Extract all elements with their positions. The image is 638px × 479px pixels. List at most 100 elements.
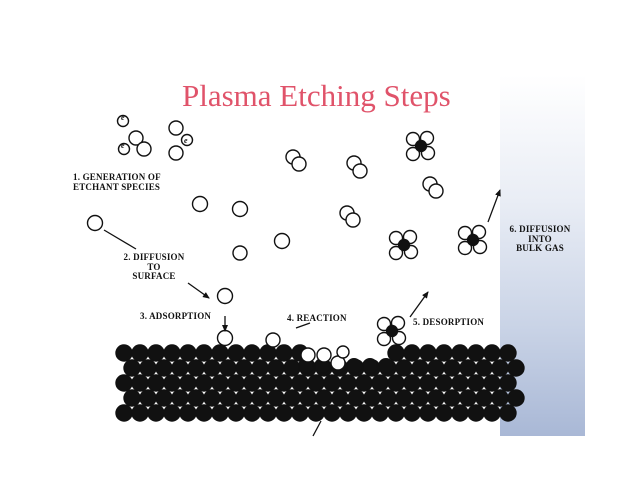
step-2-line-3: SURFACE [132,271,176,281]
substrate-atom [459,359,477,377]
substrate-atom [339,404,357,422]
substrate-atom [379,389,397,407]
substrate-atom [235,389,253,407]
substrate-atom [363,389,381,407]
substrate-atom [179,344,197,362]
etchant-molecule [231,200,249,218]
etchant-molecule [168,120,184,136]
etchant-molecule [273,232,291,250]
substrate-atom [435,344,453,362]
substrate-atom [179,404,197,422]
etchant-molecule [352,163,368,179]
substrate-atom [411,359,429,377]
substrate-atom [483,404,501,422]
substrate-atom [419,374,437,392]
substrate-atom [115,374,133,392]
substrate-atom [243,404,261,422]
substrate-atom [235,359,253,377]
substrate-atom [347,389,365,407]
substrate-atom [155,359,173,377]
substrate-atom [435,404,453,422]
substrate-atom [139,389,157,407]
substrate-atom [467,404,485,422]
substrate-atom [291,374,309,392]
slide-title: Plasma Etching Steps [182,78,451,113]
substrate-atom [123,359,141,377]
substrate-atom [259,374,277,392]
substrate-atom [403,374,421,392]
substrate-atom [499,344,517,362]
step-5-label: 5. DESORPTION [413,317,485,327]
substrate-atom [371,374,389,392]
volatile-product-shell [457,240,473,256]
step-2-label: 2. DIFFUSION TO SURFACE [120,252,188,282]
etchant-molecule [117,142,131,156]
substrate-atom [387,404,405,422]
substrate-atom [403,344,421,362]
diffusion-arrow [187,282,210,299]
substrate-atom [243,344,261,362]
substrate-atom [187,389,205,407]
desorbing-product-core [385,324,399,338]
bulk-diffusion-arrow [487,189,501,223]
substrate-atom [227,344,245,362]
substrate-atom [187,359,205,377]
substrate-atom [291,404,309,422]
etchant-molecule [232,245,248,261]
step-1-line-2: ETCHANT SPECIES [73,181,161,192]
etchant-molecule [136,141,152,157]
substrate-atom [211,404,229,422]
etchant-molecule [216,287,234,305]
substrate-atom [299,389,317,407]
substrate-atom [243,374,261,392]
substrate-atom [355,404,373,422]
step-4-label: 4. REACTION [287,313,347,323]
etchant-molecule [428,183,444,199]
etchant-molecule [180,133,194,147]
substrate-atom [275,374,293,392]
substrate-atom [427,359,445,377]
substrate-atom [371,404,389,422]
substrate-atom [131,344,149,362]
substrate-atom [443,389,461,407]
reaction-pointer [295,322,311,329]
substrate-atom [139,359,157,377]
substrate-atom [378,358,394,374]
substrate-atom [387,374,405,392]
substrate-atom [387,344,405,362]
substrate-atom [147,344,165,362]
substrate-atom [267,389,285,407]
substrate-atom [267,359,285,377]
substrate-atom [467,344,485,362]
substrate-atom [362,358,378,374]
step-3-label: 3. ADSORPTION [140,311,212,321]
step-1-line-1: 1. GENERATION OF [73,172,161,182]
etchant-molecule [116,114,130,128]
step-6-label: 6. DIFFUSION INTO BULK GAS [500,224,580,254]
desorption-arrow [409,291,429,318]
electron-symbol-2: e [121,141,125,150]
substrate-atom [195,374,213,392]
substrate-atom [131,374,149,392]
substrate-atom [483,374,501,392]
etchant-molecule [168,145,184,161]
volatile-product-core [397,238,411,252]
substrate-atom [163,404,181,422]
substrate-atom [403,404,421,422]
substrate-atom [219,389,237,407]
substrate-atom [323,374,341,392]
substrate-atom [275,344,293,362]
substrate-atom [491,389,509,407]
substrate-atom [451,344,469,362]
substrate-atom [203,389,221,407]
substrate-atom [451,374,469,392]
volatile-product-shell [405,146,421,162]
substrate-atom [195,344,213,362]
substrate-atom [331,389,349,407]
etchant-molecule [345,212,361,228]
substrate-atom [211,344,229,362]
substrate-atom [227,404,245,422]
substrate-atom [475,359,493,377]
